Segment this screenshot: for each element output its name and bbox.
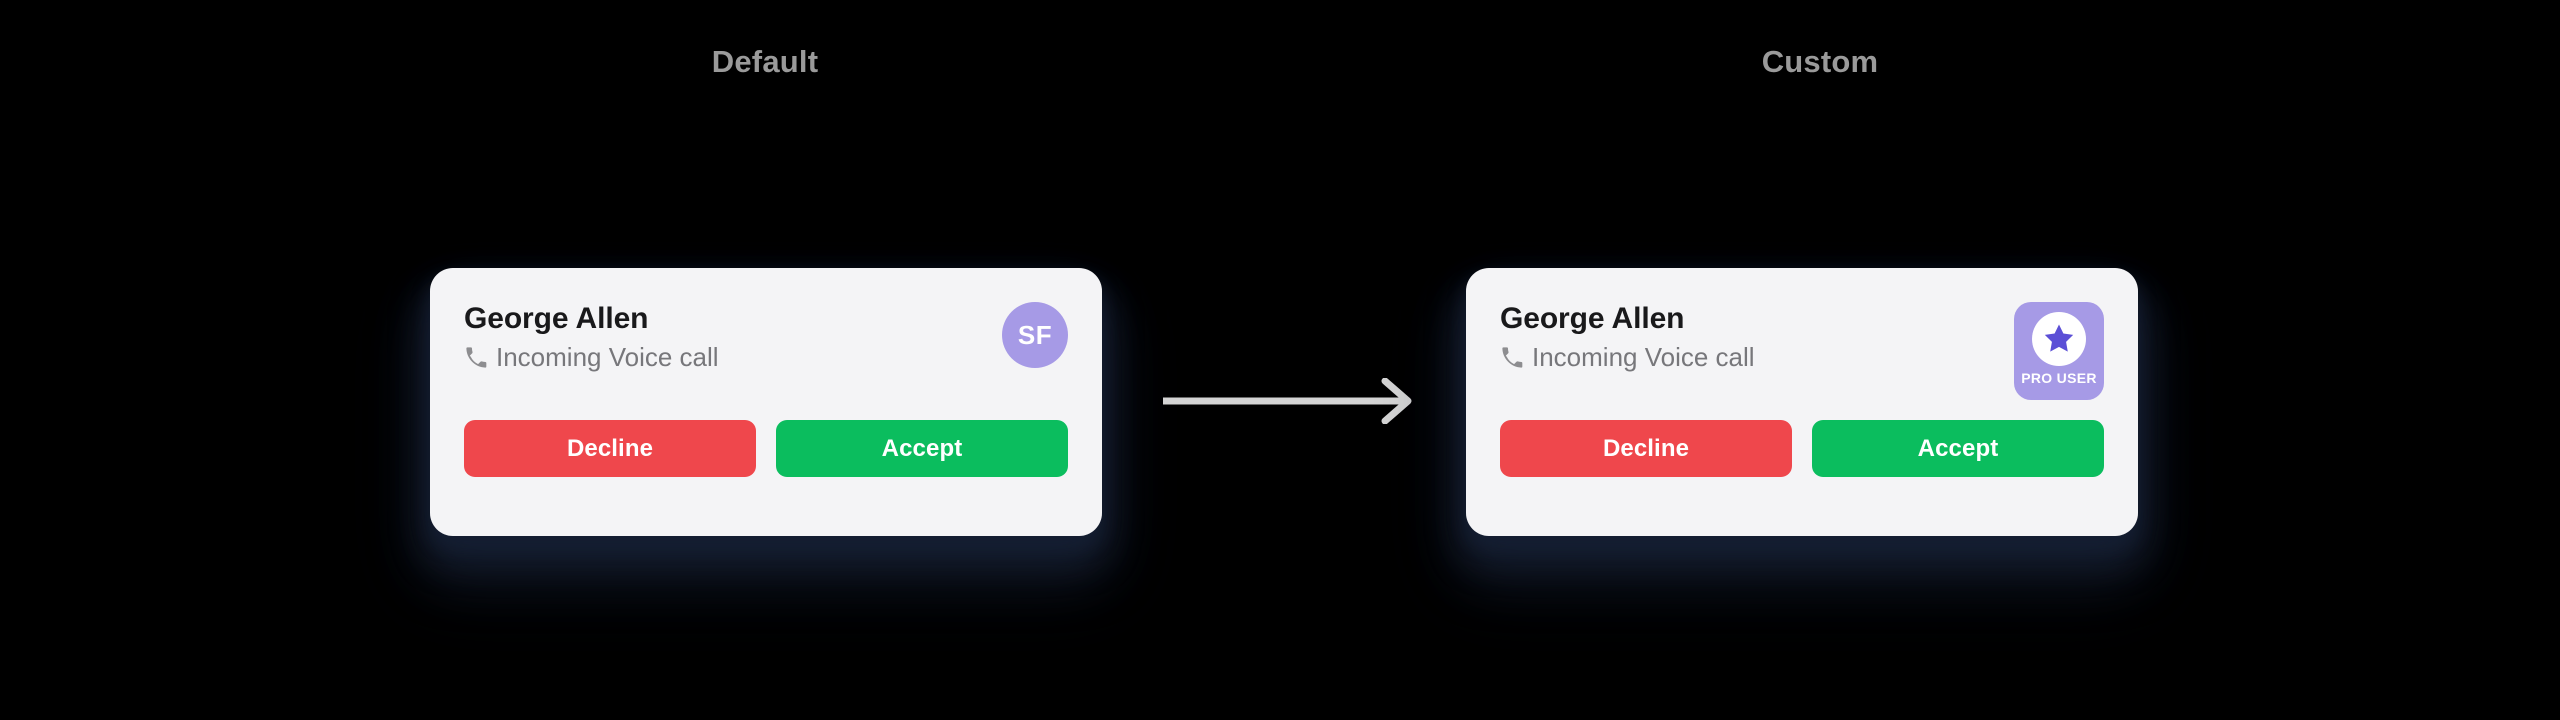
card-header-default: George Allen Incoming Voice call SF [464,298,1068,410]
call-status-text: Incoming Voice call [1532,342,1755,372]
call-notification-card-default: George Allen Incoming Voice call SF Decl… [430,268,1102,536]
decline-button[interactable]: Decline [1500,420,1792,477]
caller-name: George Allen [464,302,649,335]
card-header-custom: George Allen Incoming Voice call [1500,298,2104,410]
call-status-text: Incoming Voice call [496,342,719,372]
phone-icon [1500,346,1523,369]
star-icon [2032,312,2086,366]
call-notification-card-custom: George Allen Incoming Voice call [1466,268,2138,536]
accept-button[interactable]: Accept [776,420,1068,477]
call-actions-default: Decline Accept [464,420,1068,477]
column-label-default: Default [711,44,819,79]
column-label-custom: Custom [1761,44,1879,79]
accept-button[interactable]: Accept [1812,420,2104,477]
phone-icon [464,346,487,369]
caller-name: George Allen [1500,302,1685,335]
call-actions-custom: Decline Accept [1500,420,2104,477]
avatar: SF [1002,302,1068,368]
caller-info-custom: George Allen Incoming Voice call [1500,298,1755,373]
badge-label: PRO USER [2021,370,2097,386]
arrow-right-icon [1163,378,1419,424]
call-status-row: Incoming Voice call [1500,342,1755,373]
call-status-row: Incoming Voice call [464,342,719,373]
caller-info-default: George Allen Incoming Voice call [464,298,719,373]
avatar-initials: SF [1017,320,1053,350]
decline-button[interactable]: Decline [464,420,756,477]
avatar: PRO USER [2014,302,2104,400]
